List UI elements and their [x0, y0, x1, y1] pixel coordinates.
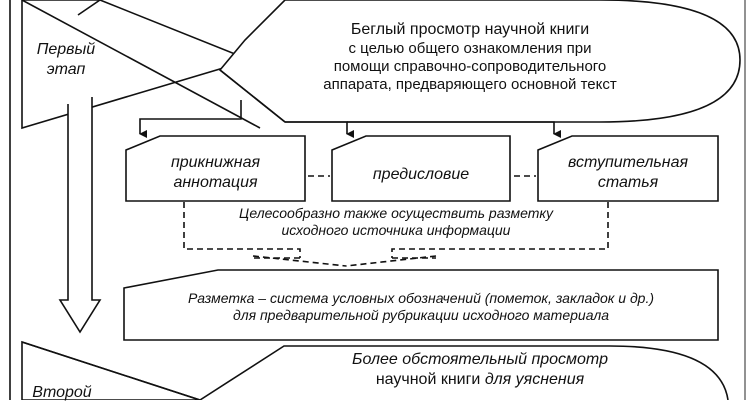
note-frame-left: [183, 202, 301, 258]
definition-text: Разметка – система условных обозначений …: [124, 290, 718, 324]
box-preface-line1: предисловие: [372, 166, 470, 183]
box-preface: [331, 135, 511, 202]
second-stage-description-line2: научной книги для уяснения: [280, 370, 680, 390]
first-stage-description-line2: с целью общего ознакомления при: [348, 39, 592, 57]
first-stage-diagonal: [21, 0, 261, 129]
first-stage-label-line1: Первый: [36, 41, 96, 58]
connector-intro: [347, 121, 561, 138]
note-merge-right: [345, 255, 437, 267]
box-annotation-line1: прикнижная: [170, 154, 261, 171]
first-stage-description-line3: помощи справочно-сопроводительного: [333, 57, 607, 75]
first-stage-label-line2: этап: [46, 60, 86, 78]
box-intro: [537, 135, 719, 202]
definition-line1: Разметка – система условных обозначений …: [187, 290, 655, 306]
definition-line2: для предварительной рубрикации исходного…: [232, 307, 610, 324]
second-stage-label-line1: Второй: [32, 384, 92, 401]
definition-box: [123, 269, 719, 341]
first-stage-description-line1: Беглый просмотр научной книги: [350, 21, 590, 38]
second-stage-description: Более обстоятельный просмотр научной кни…: [280, 350, 680, 389]
first-stage-banner-edge: [219, 69, 286, 123]
box-annotation: [125, 135, 306, 202]
note-merge-left: [252, 255, 347, 267]
second-stage-banner: [199, 345, 729, 400]
first-stage-notch: [77, 0, 101, 16]
box-annotation-line2: аннотация: [173, 173, 258, 191]
box-intro-line1: вступительная: [567, 154, 689, 171]
connector-annotation: [139, 100, 242, 138]
second-stage-description-line2-normal: научной книги: [375, 370, 485, 388]
stage-transition-arrow: [58, 97, 102, 334]
box-intro-line2: статья: [597, 173, 659, 191]
box-annotation-text: прикнижная аннотация: [126, 153, 305, 192]
first-stage-description-line4: аппарата, предваряющего основной текст: [323, 76, 617, 94]
note-line2: исходного источника информации: [281, 222, 511, 239]
note-text: Целесообразно также осуществить разметку…: [184, 205, 608, 239]
first-stage-label: Первый этап: [22, 40, 110, 79]
first-stage-banner: [218, 0, 741, 123]
connector-preface: [285, 121, 354, 138]
second-stage-description-line1: Более обстоятельный просмотр: [352, 351, 608, 368]
box-intro-text: вступительная статья: [538, 153, 718, 192]
box-preface-text: предисловие: [332, 165, 510, 185]
second-stage-label: Второй: [22, 383, 102, 403]
second-stage-description-line2-italic: для уяснения: [484, 370, 585, 388]
note-line1: Целесообразно также осуществить разметку: [238, 205, 554, 221]
note-frame-right: [391, 202, 609, 258]
first-stage-description: Беглый просмотр научной книги с целью об…: [270, 20, 670, 94]
second-stage-diagonal: [21, 341, 201, 400]
